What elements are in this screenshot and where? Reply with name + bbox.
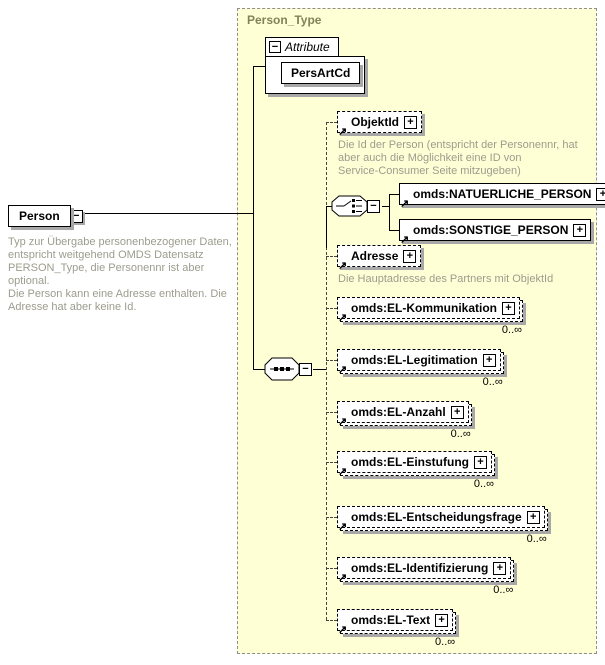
line-stub-el-entscheidungsfrage: [326, 517, 337, 518]
reference-arrow-icon: ↗: [400, 234, 410, 246]
element-label: omds:EL-Text: [351, 613, 431, 627]
reference-arrow-icon: ↗: [338, 126, 348, 138]
reference-arrow-icon: ↗: [338, 416, 348, 428]
line-person-to-type: [76, 213, 253, 214]
expand-icon[interactable]: +: [404, 115, 418, 129]
expand-icon[interactable]: +: [403, 249, 417, 263]
element-box[interactable]: ↗ omds:EL-Entscheidungsfrage +: [337, 506, 545, 533]
reference-arrow-icon: ↗: [338, 521, 348, 533]
element-box[interactable]: ↗ omds:EL-Text +: [337, 609, 454, 636]
line-stub-el-anzahl: [326, 412, 337, 413]
element-omds-natuerliche-person[interactable]: ↗ omds:NATUERLICHE_PERSON +: [399, 183, 605, 210]
line-sequence-to-branch: [313, 369, 326, 370]
element-label: Person: [19, 209, 60, 223]
element-omds-el-entscheidungsfrage[interactable]: ↗ omds:EL-Entscheidungsfrage + 0..∞: [337, 506, 548, 545]
line-stub-sonstige-person: [389, 230, 399, 231]
line-choice-trunk: [389, 194, 390, 230]
expand-icon[interactable]: +: [526, 510, 540, 524]
collapse-icon[interactable]: −: [69, 209, 83, 223]
line-stub-choice: [326, 206, 333, 207]
line-stub-natuerliche-person: [389, 194, 399, 195]
element-person-box[interactable]: Person: [8, 205, 71, 227]
occurrence-label: 0..∞: [482, 376, 503, 388]
element-adresse[interactable]: ↗ Adresse +: [337, 245, 422, 272]
element-label: omds:EL-Anzahl: [351, 405, 446, 419]
person-annotation: Typ zur Übergabe personenbezogener Daten…: [8, 236, 232, 313]
line-stub-el-legitimation: [326, 360, 337, 361]
occurrence-label: 0..∞: [493, 584, 514, 596]
element-label: ObjektId: [351, 115, 400, 129]
collapse-icon[interactable]: −: [269, 41, 281, 53]
element-box[interactable]: ↗ omds:EL-Identifizierung +: [337, 557, 512, 584]
line-stub-el-kommunikation: [326, 308, 337, 309]
reference-arrow-icon: ↗: [338, 364, 348, 376]
element-omds-sonstige-person[interactable]: ↗ omds:SONSTIGE_PERSON +: [399, 219, 592, 246]
choice-connector[interactable]: −: [331, 195, 380, 217]
adresse-annotation: Die Hauptadresse des Partners mit Objekt…: [338, 273, 554, 285]
reference-arrow-icon: ↗: [338, 572, 348, 584]
element-omds-el-identifizierung[interactable]: ↗ omds:EL-Identifizierung + 0..∞: [337, 557, 515, 596]
reference-arrow-icon: ↗: [338, 466, 348, 478]
occurrence-label: 0..∞: [501, 324, 522, 336]
line-stub-el-text: [326, 620, 337, 621]
line-stub-objektid: [326, 122, 337, 123]
person-type-title: Person_Type: [247, 13, 322, 27]
occurrence-label: 0..∞: [526, 533, 547, 545]
element-box[interactable]: ↗ omds:EL-Legitimation +: [337, 349, 501, 376]
line-stub-el-identifizierung: [326, 568, 337, 569]
expand-icon[interactable]: +: [435, 613, 449, 627]
element-label: omds:SONSTIGE_PERSON: [413, 223, 569, 237]
expand-icon[interactable]: +: [450, 405, 464, 419]
element-label: omds:EL-Legitimation: [351, 353, 478, 367]
reference-arrow-icon: ↗: [338, 312, 348, 324]
line-trunk-main: [253, 66, 254, 370]
element-label: omds:EL-Entscheidungsfrage: [351, 510, 522, 524]
line-stub-el-einstufung: [326, 462, 337, 463]
line-stub-adresse: [326, 256, 337, 257]
reference-arrow-icon: ↗: [338, 260, 348, 272]
line-branch-trunk-dashed: [326, 122, 327, 620]
choice-icon: [331, 195, 368, 217]
occurrence-label: 0..∞: [450, 428, 471, 440]
collapse-icon[interactable]: −: [299, 362, 312, 376]
element-box[interactable]: ↗ omds:EL-Einstufung +: [337, 451, 492, 478]
element-label: omds:NATUERLICHE_PERSON: [413, 187, 592, 201]
element-omds-el-anzahl[interactable]: ↗ omds:EL-Anzahl + 0..∞: [337, 401, 472, 440]
element-label: omds:EL-Identifizierung: [351, 561, 489, 575]
expand-icon[interactable]: +: [493, 561, 507, 575]
collapse-icon[interactable]: −: [367, 199, 380, 213]
reference-arrow-icon: ↗: [338, 624, 348, 636]
expand-icon[interactable]: +: [596, 187, 605, 201]
element-objektid[interactable]: ↗ ObjektId +: [337, 111, 423, 138]
element-omds-el-einstufung[interactable]: ↗ omds:EL-Einstufung + 0..∞: [337, 451, 495, 490]
line-choice-to-branch: [382, 206, 389, 207]
occurrence-label: 0..∞: [435, 636, 456, 648]
reference-arrow-icon: ↗: [400, 198, 410, 210]
element-person[interactable]: Person −: [8, 205, 83, 227]
element-box[interactable]: ↗ omds:EL-Kommunikation +: [337, 297, 520, 324]
sequence-connector[interactable]: −: [264, 357, 312, 381]
objektid-annotation: Die Id der Person (entspricht der Person…: [338, 139, 578, 177]
attribute-block-title: Attribute: [285, 40, 330, 54]
expand-icon[interactable]: +: [502, 301, 515, 315]
line-stub-attributes: [253, 66, 265, 67]
element-label: Adresse: [351, 249, 399, 263]
sequence-icon: [264, 357, 300, 381]
attribute-block-tab[interactable]: − Attribute: [265, 37, 339, 57]
occurrence-label: 0..∞: [473, 478, 494, 490]
expand-icon[interactable]: +: [473, 455, 487, 469]
element-omds-el-kommunikation[interactable]: ↗ omds:EL-Kommunikation + 0..∞: [337, 297, 523, 336]
element-omds-el-text[interactable]: ↗ omds:EL-Text + 0..∞: [337, 609, 457, 648]
element-label: omds:EL-Einstufung: [351, 455, 469, 469]
element-omds-el-legitimation[interactable]: ↗ omds:EL-Legitimation + 0..∞: [337, 349, 504, 388]
element-label: omds:EL-Kommunikation: [351, 301, 497, 315]
expand-icon[interactable]: +: [482, 353, 496, 367]
line-stub-sequence: [253, 369, 265, 370]
element-box[interactable]: ↗ omds:EL-Anzahl +: [337, 401, 469, 428]
line-branch-trunk-solid: [326, 206, 327, 248]
attribute-persartcd[interactable]: PersArtCd: [281, 62, 361, 84]
expand-icon[interactable]: +: [573, 223, 587, 237]
